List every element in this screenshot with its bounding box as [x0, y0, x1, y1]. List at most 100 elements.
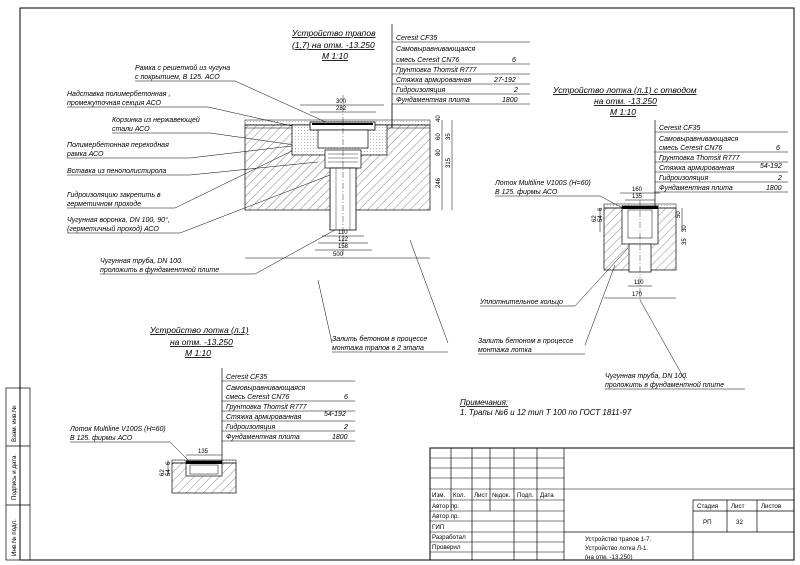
tb-col-header: Лист [474, 492, 488, 499]
dim-label: 35 [446, 133, 452, 140]
layer-name: Ceresit CF35 [226, 374, 267, 381]
dim-label: 54 [598, 215, 604, 222]
view-c-layer-table: Ceresit CF35 Самовыравнивающаяся смесь C… [221, 368, 355, 462]
dim-label: 6 [166, 461, 172, 465]
view-b-section [603, 200, 677, 300]
side-stamp: Взам. инв.№ Подпись и дата Инв.№ подл. [5, 387, 31, 561]
layer-value: 1800 [502, 97, 518, 104]
view-b-title: Устройство лотка (л.1) с отводом [552, 85, 697, 95]
tb-stage-header: Лист [731, 503, 745, 510]
tb-role: ГИП [432, 524, 444, 531]
view-b-subtitle: на отм. -13.250 [594, 96, 657, 106]
callout-text: монтажа лотка [478, 347, 532, 354]
view-a-callouts: Рамка с решеткой из чугуна с покрытием, … [66, 64, 255, 275]
dim-label: 35 [682, 238, 688, 245]
dim-label: 40 [436, 115, 442, 122]
dim-label: 315 [446, 157, 452, 168]
dim-label: 110 [338, 230, 348, 236]
stamp-text-1: Подпись и дата [11, 455, 18, 500]
view-c-scale: М 1:10 [185, 348, 211, 358]
layer-name: Грунтовка Thomsit R777 [659, 155, 741, 162]
callout-text: Корзинка из нержавеющей [112, 116, 200, 124]
callout-text: с покрытием, В 125. АСО [135, 74, 220, 81]
layer-name: Фундаментная плита [226, 433, 300, 441]
layer-name: смесь Ceresit CN76 [226, 394, 289, 401]
view-c-subtitle: на отм. -13.250 [170, 337, 233, 347]
view-c-section [171, 459, 237, 494]
dim-label: 135 [198, 449, 209, 455]
tb-col-header: Изм. [432, 492, 446, 499]
layer-value: 6 [344, 394, 348, 401]
view-a-drain: Устройство трапов (1,7) на отм. -13.250 … [66, 24, 530, 275]
callout-text: Уплотнительное кольцо [479, 299, 563, 306]
dim-label: 62 [160, 469, 166, 476]
dim-label: 158 [338, 244, 349, 250]
layer-name: Гидроизоляция [659, 174, 708, 182]
dim-label: 500 [333, 252, 344, 258]
dim-label: 122 [338, 237, 349, 243]
note-item: 1. Трапы №6 и 12 тип Т 100 по ГОСТ 1811-… [460, 408, 632, 417]
callout-text: Полимербетонная переходная [67, 141, 169, 149]
stamp-text-2: Инв.№ подл. [11, 519, 18, 556]
layer-value: 2 [513, 87, 518, 94]
tb-col-header: Подп. [517, 492, 534, 499]
dim-label: 160 [632, 187, 643, 193]
callout-text: герметичном проходе [67, 200, 141, 208]
layer-value: 6 [776, 145, 780, 152]
stamp-text-0: Взам. инв.№ [11, 405, 18, 442]
view-a-subtitle: (1,7) на отм. -13.250 [292, 40, 375, 50]
layer-name: Фундаментная плита [396, 96, 470, 104]
tb-col-header: Кол. [453, 492, 466, 499]
note-text: Залить бетоном в процессе [332, 335, 427, 343]
notes-block: Примечания: 1. Трапы №6 и 12 тип Т 100 п… [460, 398, 632, 417]
dim-label: 6 [598, 207, 604, 211]
layer-value: 2 [777, 175, 782, 182]
dim-label: 110 [634, 280, 644, 286]
dim-label: 170 [632, 292, 643, 298]
tb-role: Автор пр. [432, 503, 459, 510]
callout-text: (герметичный проход) АСО [67, 225, 159, 233]
tb-col-header: №док. [492, 492, 510, 499]
dim-label: 50 [676, 211, 682, 218]
layer-name: Стяжка армированная [396, 77, 472, 84]
tb-description: Устройство трапов 1-7. [585, 536, 652, 543]
view-c-dimensions [167, 454, 222, 476]
layer-name: Гидроизоляция [226, 423, 275, 431]
layer-name: Фундаментная плита [659, 184, 733, 192]
callout-text: Вставка из пенополистирола [67, 168, 166, 175]
layer-name: смесь Ceresit CN76 [659, 145, 722, 152]
callout-text: проложить в фундаментной плите [100, 266, 219, 274]
dim-label: 54 [166, 469, 172, 476]
callout-text: Гидроизоляцию закрепить в [67, 191, 161, 199]
layer-name: Самовыравнивающаяся [659, 136, 739, 143]
callout-text: Чугунная труба, DN 100. [605, 372, 688, 380]
callout-text: Чугунная труба, DN 100. [100, 257, 183, 265]
layer-value: 6 [512, 57, 516, 64]
view-a-section [244, 95, 431, 260]
tb-stage-value: РП [703, 519, 712, 526]
layer-value: 2 [343, 424, 348, 431]
dim-label: 80 [436, 149, 442, 156]
title-block-text: Изм. Кол. Лист №док. Подп. Дата Автор пр… [432, 492, 782, 561]
tb-stage-header: Листов [761, 503, 782, 510]
tb-col-header: Дата [540, 492, 554, 499]
layer-name: смесь Ceresit CN76 [396, 57, 459, 64]
view-b-dimensions [599, 192, 683, 299]
callout-text: рамка АСО [66, 151, 104, 158]
view-b-scale: М 1:10 [610, 107, 636, 117]
callout-text: проложить в фундаментной плите [605, 381, 724, 389]
layer-value: 27-192 [493, 77, 516, 84]
sheet-frame [19, 7, 795, 561]
callout-text: Лоток Multiline V100S (H=60) [69, 426, 166, 433]
layer-name: Самовыравнивающаяся [396, 46, 476, 53]
tb-role: Проверил [432, 544, 461, 551]
tb-stage-header: Стадия [697, 503, 718, 510]
layer-name: Самовыравнивающаяся [226, 385, 306, 392]
tb-role: Автор пр. [432, 513, 459, 520]
dim-label: 30 [682, 225, 688, 232]
tb-description: (на отм. -13.250) [585, 554, 633, 561]
layer-value: 1800 [766, 185, 782, 192]
callout-text: стали АСО [112, 126, 150, 133]
layer-name: Ceresit CF35 [659, 125, 700, 132]
